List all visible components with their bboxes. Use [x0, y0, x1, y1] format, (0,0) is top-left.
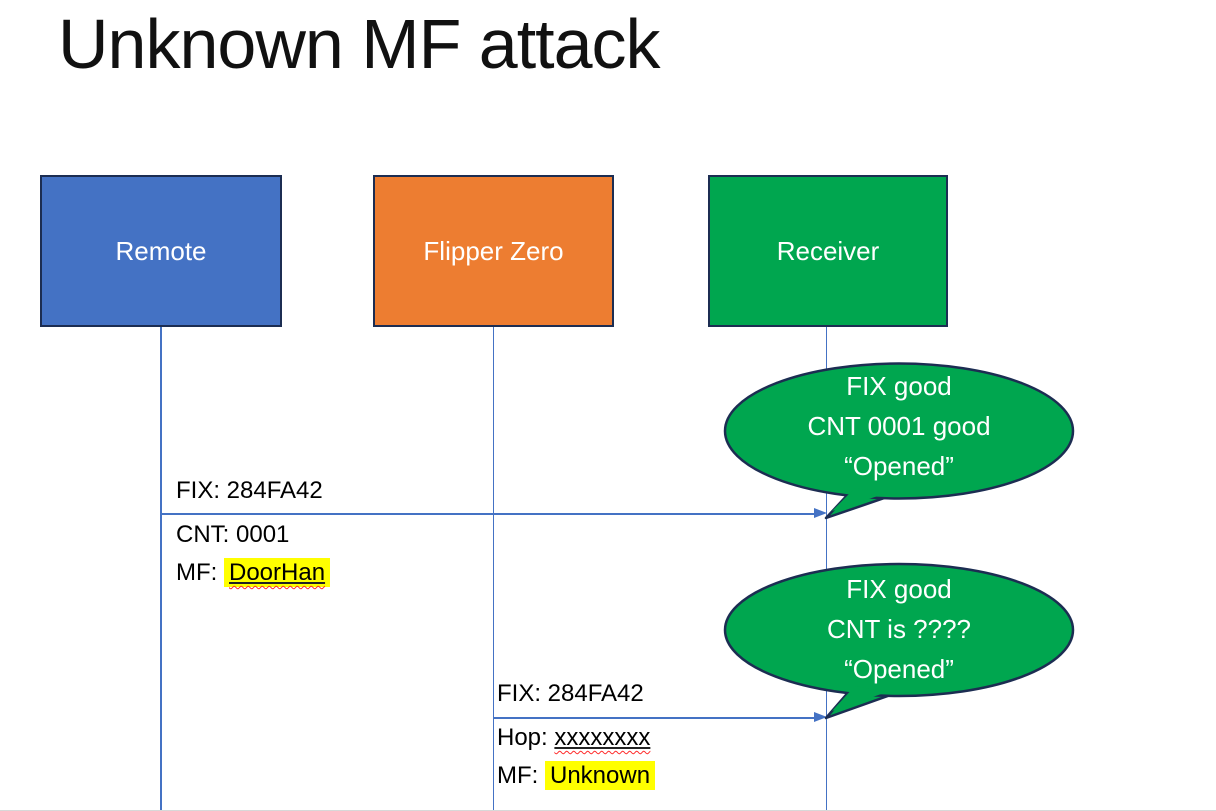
arrowhead-icon: [813, 508, 827, 519]
message-2-label-mf: MF: Unknown: [497, 757, 656, 795]
page-title: Unknown MF attack: [58, 5, 661, 83]
underlined-value: xxxxxxxx: [554, 724, 650, 751]
misspelled-word: DoorHan: [229, 559, 326, 586]
actor-box-remote: Remote: [40, 175, 282, 327]
label-value: 0001: [236, 521, 290, 548]
speech-bubble-ellipse: [723, 562, 1075, 698]
actor-label-flipper-zero: Flipper Zero: [423, 235, 564, 266]
bubble-line: “Opened”: [844, 451, 954, 481]
speech-bubble-2: [723, 562, 1075, 720]
message-line-2: [494, 717, 814, 719]
message-2-label-hop: Hop: xxxxxxxx: [497, 719, 650, 757]
message-2-label-fix: FIX: 284FA42: [497, 680, 644, 707]
speech-bubble-tail-join: [832, 686, 887, 711]
label-prefix: CNT:: [176, 521, 236, 548]
message-1-label-fix: FIX: 284FA42: [176, 477, 323, 504]
bubble-line: CNT is ????: [826, 614, 972, 644]
speech-bubble-1-text: FIX good CNT 0001 good “Opened”: [729, 366, 1069, 486]
speech-bubble-2-text: FIX good CNT is ???? “Opened”: [729, 569, 1069, 689]
actor-label-remote: Remote: [115, 235, 207, 266]
label-prefix: Hop:: [497, 724, 555, 751]
lifeline-remote: [160, 327, 162, 811]
actor-label-receiver: Receiver: [776, 235, 880, 266]
actor-box-receiver: Receiver: [708, 175, 948, 327]
lifeline-flipper-zero: [492, 327, 495, 811]
message-1-label-cnt: CNT: 0001: [176, 516, 289, 554]
speech-bubble-1: [723, 362, 1075, 520]
highlighted-value: DoorHan: [224, 558, 331, 587]
label-prefix: MF:: [176, 559, 224, 586]
bubble-line: FIX good: [846, 574, 952, 604]
slide-bottom-edge: [0, 809, 1216, 811]
bubble-line: “Opened”: [844, 654, 954, 684]
misspelled-word: xxxxxxxx: [554, 724, 651, 751]
highlighted-value: Unknown: [545, 761, 656, 790]
actor-box-flipper-zero: Flipper Zero: [373, 175, 614, 327]
speech-bubble-tail-join: [832, 488, 887, 511]
label-prefix: MF:: [497, 762, 545, 789]
message-line-1: [161, 513, 814, 515]
bubble-line: CNT 0001 good: [807, 411, 991, 441]
speech-bubble-ellipse: [723, 362, 1075, 500]
arrowhead-icon: [813, 712, 827, 723]
bubble-line: FIX good: [846, 371, 952, 401]
message-1-label-mf: MF: DoorHan: [176, 554, 331, 592]
